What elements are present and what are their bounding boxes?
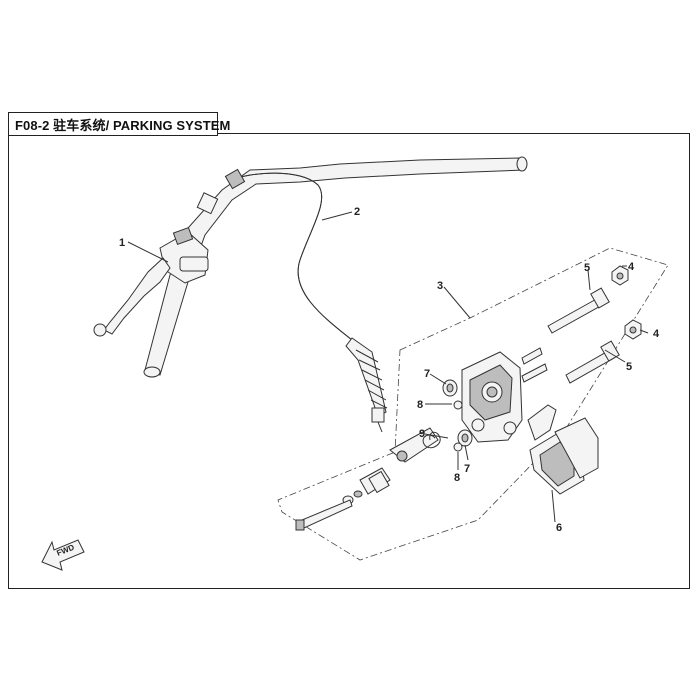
label-9: 9: [419, 428, 425, 440]
label-1: 1: [119, 237, 125, 249]
diagram-frame: [8, 133, 690, 589]
label-7a: 7: [424, 368, 430, 380]
label-4a: 4: [628, 261, 635, 273]
caliper-lever: [389, 427, 441, 463]
title-box: F08-2 驻车系统/ PARKING SYSTEM: [8, 112, 230, 136]
adjuster-bolt: [295, 467, 391, 531]
handlebar: [143, 156, 528, 378]
label-6: 6: [556, 522, 562, 534]
leader-lines: [127, 211, 649, 523]
callouts: 1 2 3 4 4 5 5 6 7 7 8 8 9: [119, 206, 660, 534]
label-7b: 7: [464, 463, 470, 475]
caliper-body: [461, 351, 523, 443]
label-8a: 8: [417, 399, 423, 411]
parking-cable: [224, 168, 388, 433]
slide-pins: [521, 287, 620, 384]
nuts: [611, 265, 642, 340]
brake-lever: [93, 226, 209, 337]
fwd-arrow: FWD: [41, 539, 85, 571]
label-3: 3: [437, 280, 443, 292]
label-2: 2: [354, 206, 360, 218]
label-8b: 8: [454, 472, 460, 484]
brake-pads: [527, 404, 599, 495]
caliper-assembly-outline: [277, 247, 669, 561]
label-4b: 4: [653, 328, 660, 340]
page-title: F08-2 驻车系统/ PARKING SYSTEM: [15, 117, 231, 133]
label-5b: 5: [626, 361, 632, 373]
seals: [442, 379, 473, 452]
label-5a: 5: [584, 262, 590, 274]
